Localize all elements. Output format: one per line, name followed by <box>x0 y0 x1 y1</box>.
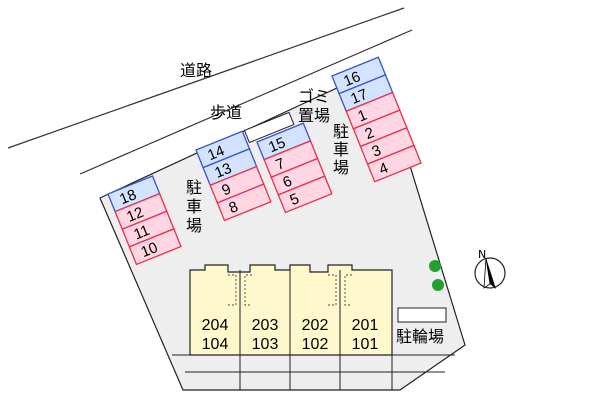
garbage-label-line2: 置場 <box>298 106 330 125</box>
parking-right-char-2: 車 <box>333 140 349 159</box>
road-edge-line <box>7 7 405 149</box>
parking-space <box>216 183 272 222</box>
parking-space-number: 12 <box>124 204 146 226</box>
parking-space-number: 14 <box>205 142 227 164</box>
unit-lower-2: 103 <box>252 336 279 353</box>
bicycle-parking-area <box>397 307 447 323</box>
unit-lower-3: 102 <box>302 336 329 353</box>
parking-left-char-2: 車 <box>186 197 202 216</box>
parking-space <box>366 144 422 183</box>
north-arrow-icon <box>474 257 506 289</box>
tree-icon <box>429 260 441 272</box>
parking-right-char-3: 場 <box>333 158 349 177</box>
north-label: N <box>478 248 486 261</box>
parking-space <box>128 228 182 266</box>
unit-upper-2: 203 <box>252 317 279 334</box>
parking-space <box>277 175 333 214</box>
parking-space-number: 15 <box>266 134 288 156</box>
parking-right-char-1: 駐 <box>333 122 349 141</box>
parking-space-number: 11 <box>131 222 152 244</box>
tree-icon <box>432 279 444 291</box>
parking-left-char-1: 駐 <box>186 178 202 197</box>
garbage-label-line1: ゴミ <box>298 87 330 106</box>
unit-lower-4: 101 <box>352 336 379 353</box>
garbage-area <box>243 111 295 144</box>
parking-space-number: 13 <box>212 160 234 182</box>
parking-space-number: 18 <box>117 186 139 208</box>
unit-upper-3: 202 <box>302 317 329 334</box>
unit-upper-1: 204 <box>202 317 229 334</box>
parking-space-number: 10 <box>138 239 160 261</box>
building <box>189 264 393 356</box>
unit-upper-4: 201 <box>352 317 379 334</box>
sidewalk-label: 歩道 <box>210 103 242 122</box>
road-label: 道路 <box>180 61 212 80</box>
parking-space-number: 16 <box>341 68 363 90</box>
parking-left-char-3: 場 <box>186 216 202 235</box>
parking-space-number: 17 <box>348 86 370 108</box>
sidewalk-edge-line <box>79 29 413 175</box>
bicycle-parking-label: 駐輪場 <box>396 327 444 346</box>
unit-lower-1: 104 <box>202 336 229 353</box>
